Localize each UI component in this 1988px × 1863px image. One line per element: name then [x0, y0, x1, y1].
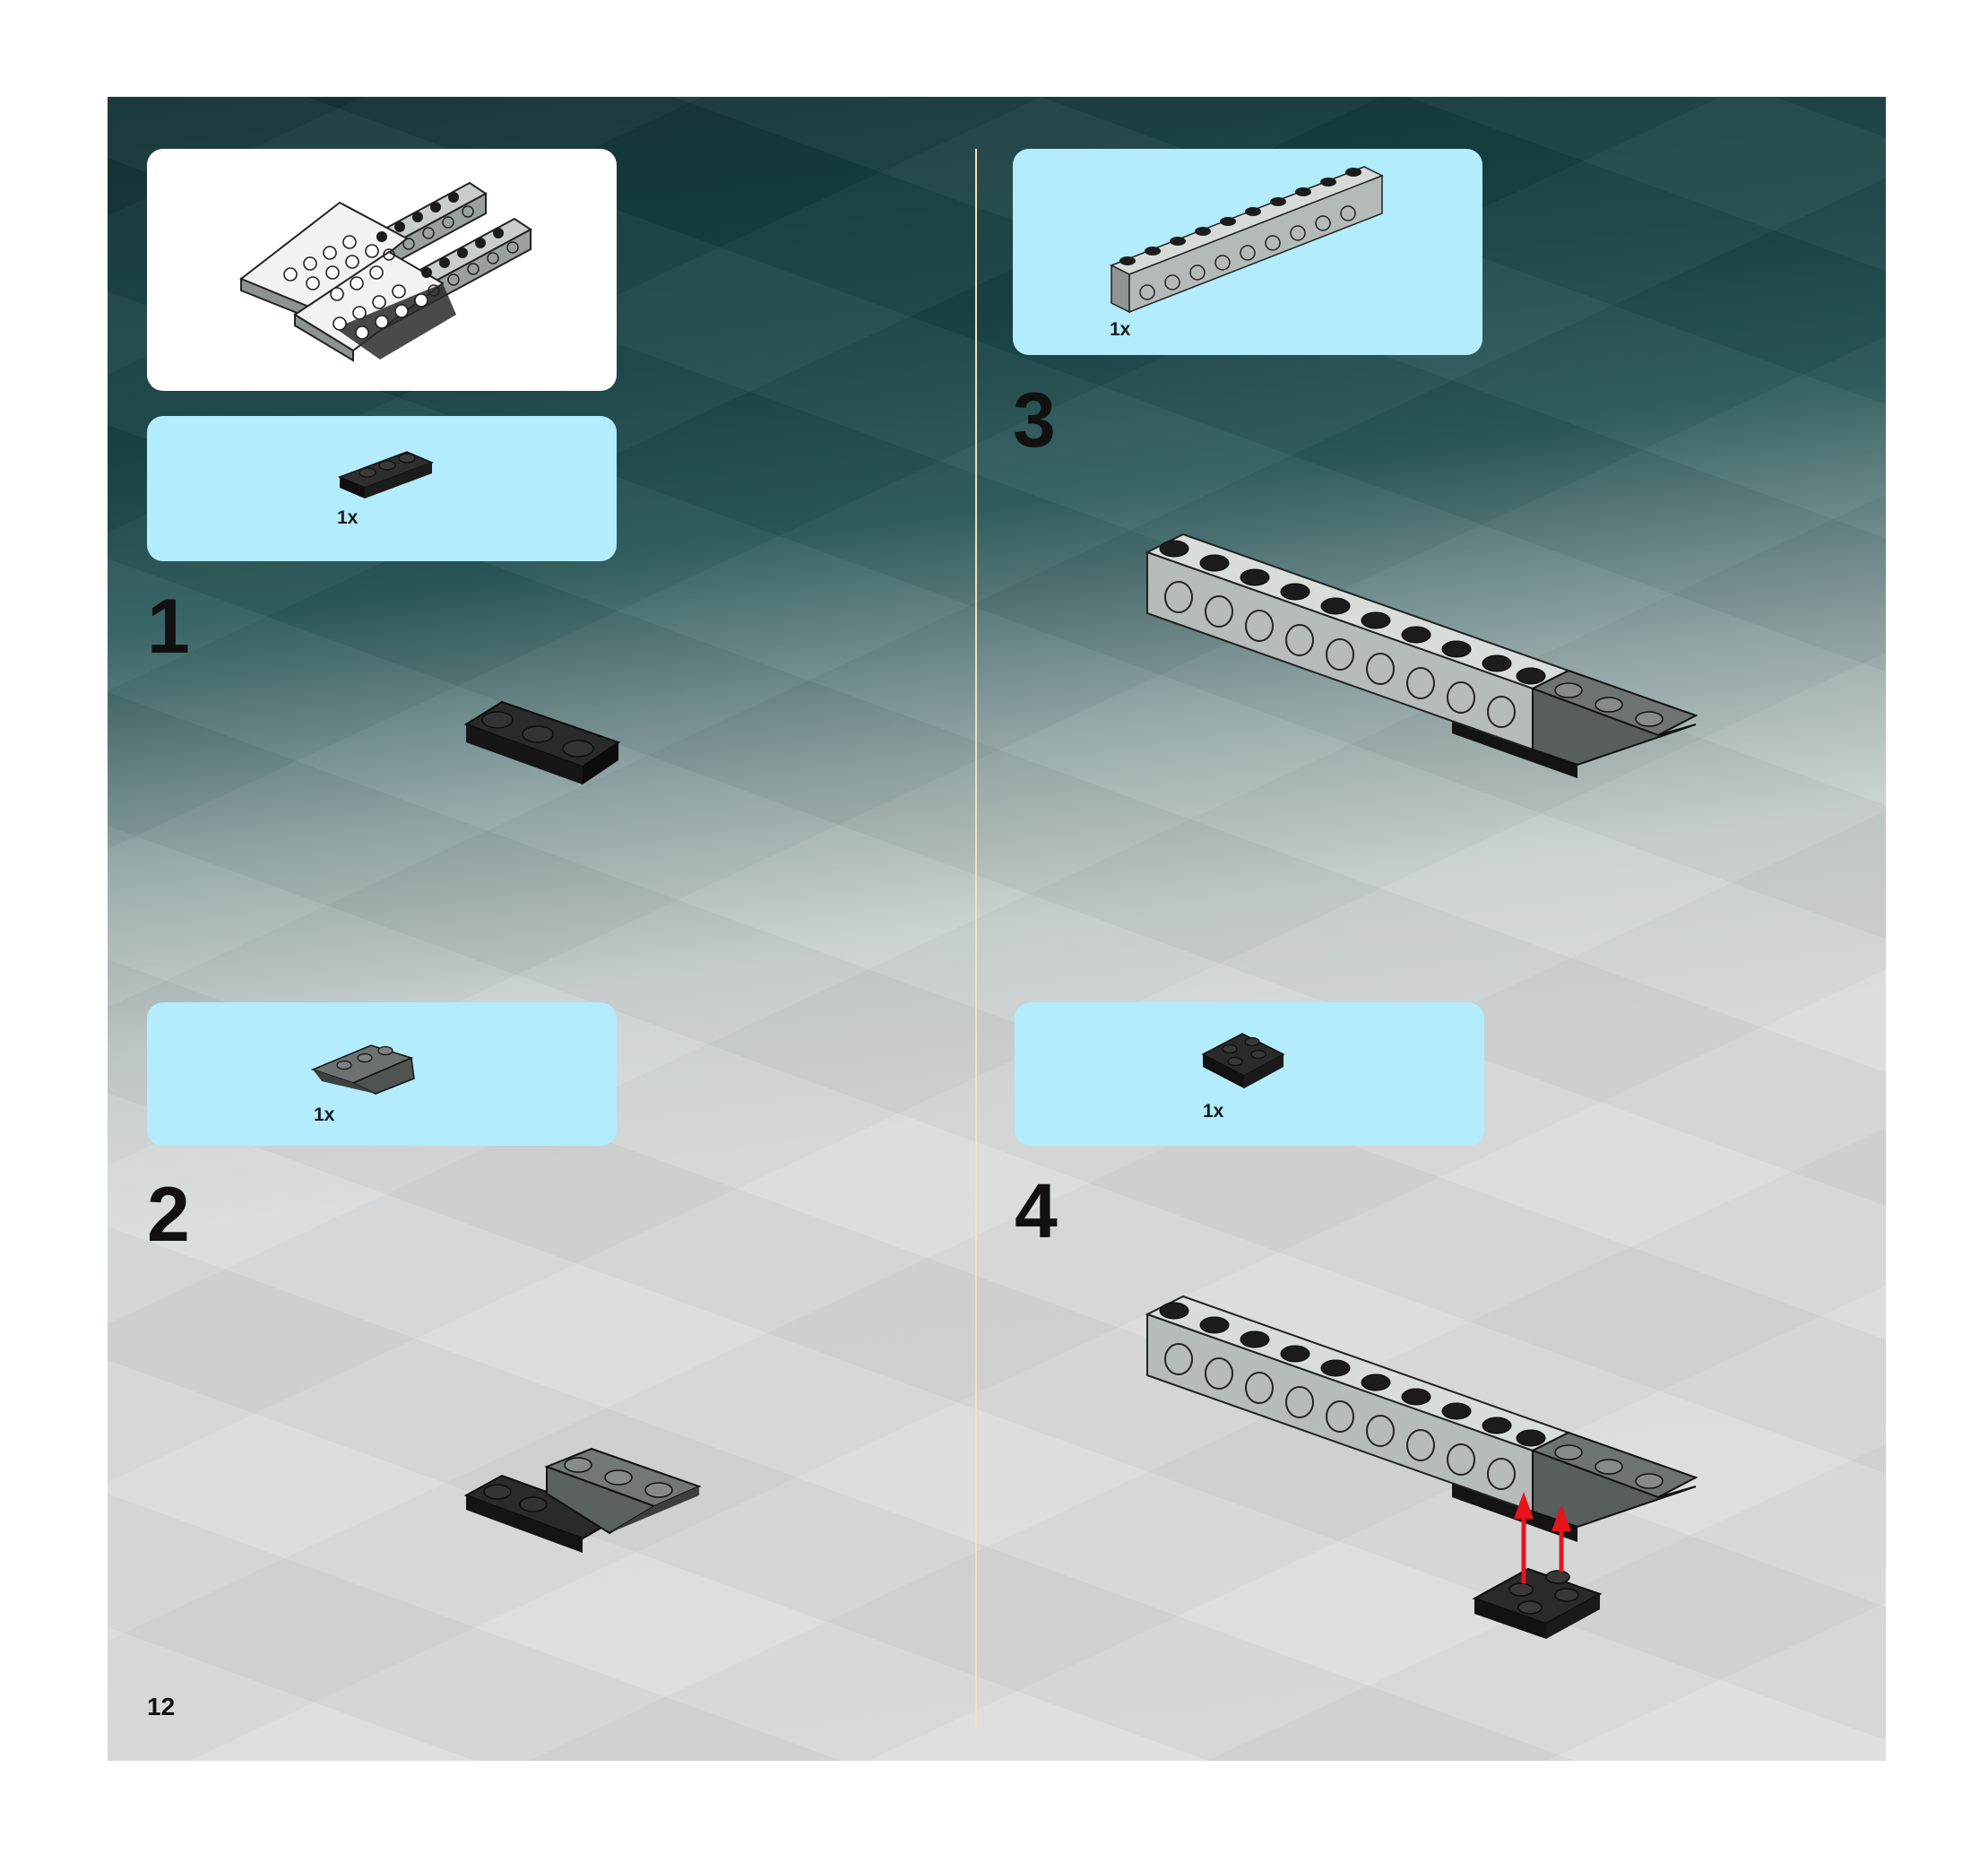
step-2-model-illustration [463, 1447, 702, 1553]
step-1-model-illustration [463, 700, 621, 784]
step-2-quantity: 1x [314, 1105, 335, 1125]
step-1-quantity: 1x [337, 507, 359, 528]
dark-grey-inverted-slope-icon [310, 1044, 415, 1095]
step-3-model-illustration [1145, 533, 1698, 778]
insert-arrow-icon [1514, 1492, 1571, 1583]
instruction-page: 1x 1 1x 2 [108, 97, 1886, 1761]
subassembly-wing-illustration [239, 181, 532, 362]
step-3-quantity: 1x [1110, 319, 1131, 340]
black-plate-2x2-icon [1201, 1033, 1285, 1088]
subassembly-preview-panel [147, 149, 617, 391]
step-1-number: 1 [147, 584, 190, 670]
step-4-parts-panel: 1x [1015, 1002, 1484, 1146]
step-3-number: 3 [1013, 377, 1056, 464]
step-4-number: 4 [1015, 1168, 1058, 1254]
step-1-parts-panel: 1x [147, 416, 617, 561]
step-2-parts-panel: 1x [147, 1002, 617, 1146]
step-2-number: 2 [147, 1172, 190, 1258]
light-grey-technic-brick-icon [1110, 166, 1384, 314]
step-3-parts-panel: 1x [1013, 149, 1482, 355]
step-4-quantity: 1x [1203, 1101, 1224, 1122]
step-4-model-illustration [1145, 1295, 1698, 1639]
column-divider [975, 149, 977, 1727]
black-plate-1x3-icon [337, 451, 435, 498]
page-number: 12 [147, 1693, 176, 1720]
